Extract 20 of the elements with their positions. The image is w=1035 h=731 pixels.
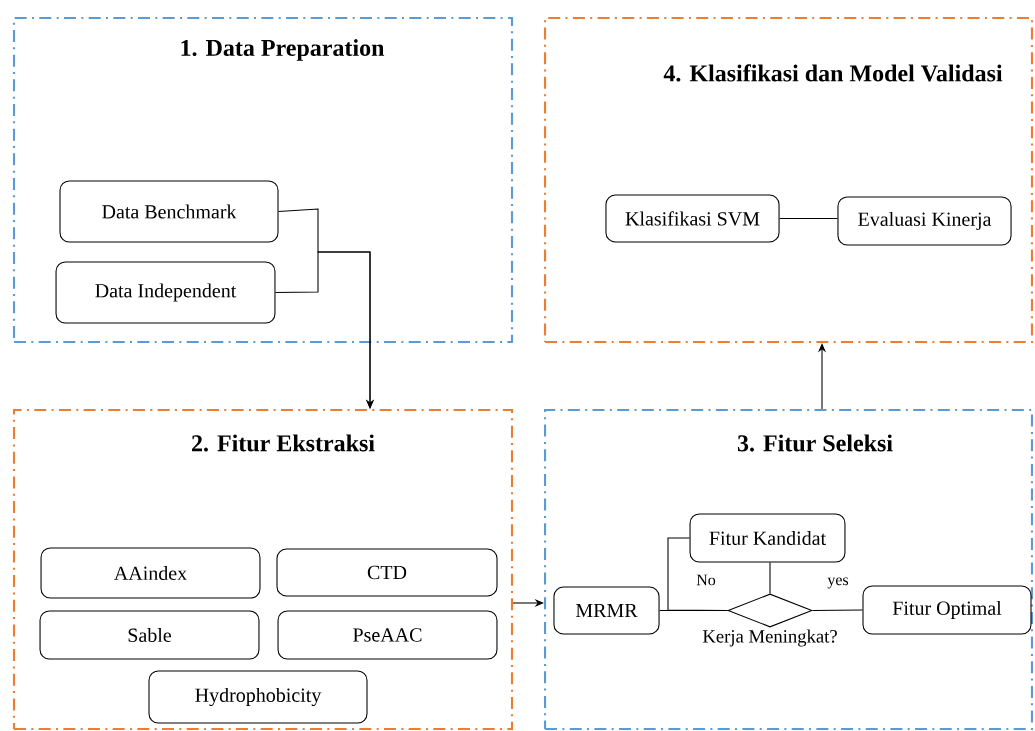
process-box: Sable bbox=[39, 610, 260, 660]
process-box: Evaluasi Kinerja bbox=[837, 196, 1012, 246]
process-box: AAindex bbox=[40, 547, 261, 599]
process-box: Data Benchmark bbox=[59, 180, 279, 243]
process-box: CTD bbox=[276, 548, 498, 597]
node-label: Kerja Meningkat? bbox=[702, 629, 837, 647]
process-box: Klasifikasi SVM bbox=[605, 194, 780, 243]
connector bbox=[667, 537, 728, 612]
process-box: Fitur Optimal bbox=[862, 585, 1032, 635]
process-box: Hydrophobicity bbox=[148, 670, 368, 724]
edge-label: No bbox=[694, 573, 718, 587]
connector bbox=[769, 562, 771, 594]
process-box: MRMR bbox=[553, 586, 660, 635]
connector bbox=[274, 251, 375, 409]
edge-label: yes bbox=[826, 576, 850, 590]
process-box: PseAAC bbox=[277, 610, 498, 660]
connector bbox=[812, 609, 863, 612]
connector bbox=[779, 217, 838, 220]
process-box: Data Independent bbox=[55, 261, 276, 324]
process-box: Fitur Kandidat bbox=[689, 513, 846, 563]
